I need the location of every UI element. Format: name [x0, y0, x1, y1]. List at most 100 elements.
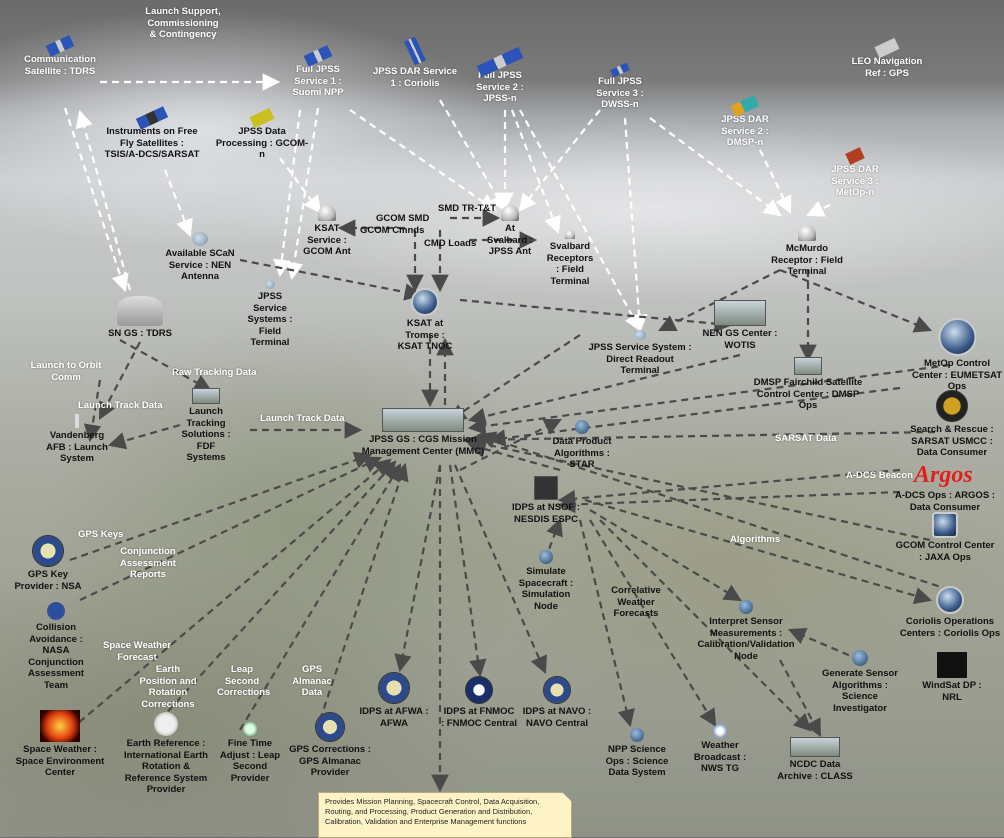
facility-icon	[794, 357, 822, 375]
node-data-product-algorithms[interactable]: Data Product Algorithms : STAR	[546, 420, 618, 471]
node-label: IDPS at FNMOC : FNMOC Central	[441, 706, 517, 729]
node-dar-1[interactable]: JPSS DAR Service 1 : Coriolis	[370, 38, 460, 89]
node-weather-broadcast[interactable]: Weather Broadcast : NWS TG	[687, 724, 753, 775]
node-label: JPSS DAR Service 3 : MetOp-n	[831, 164, 879, 198]
node-sn-gs[interactable]: SN GS : TDRS	[100, 296, 180, 340]
npp-logo-icon	[630, 728, 644, 742]
node-gcom-control[interactable]: GCOM Control Center : JAXA Ops	[893, 512, 997, 563]
node-label: GPS Key Provider : NSA	[14, 569, 81, 592]
node-idps-navo[interactable]: IDPS at NAVO : NAVO Central	[522, 676, 592, 729]
node-fine-time[interactable]: Fine Time Adjust : Leap Second Provider	[217, 722, 283, 784]
coast-guard-seal-icon	[315, 712, 345, 742]
node-scan[interactable]: Available SCaN Service : NEN Antenna	[162, 232, 238, 283]
node-label: GCOM Control Center : JAXA Ops	[896, 540, 995, 563]
globe-icon	[852, 650, 868, 666]
satellite-icon	[845, 147, 865, 165]
node-space-weather[interactable]: Space Weather : Space Environment Center	[10, 710, 110, 779]
edge-label-launch-support: Launch Support, Commissioning & Continge…	[143, 6, 223, 41]
node-adcs-ops[interactable]: A-DCS Ops : ARGOS : Data Consumer	[895, 490, 995, 513]
node-full-jpss-3[interactable]: Full JPSS Service 3 : DWSS-n	[592, 66, 648, 111]
node-ksat-service[interactable]: KSAT Service : GCOM Ant	[301, 205, 353, 258]
node-idps-nsof[interactable]: IDPS at NSOF : NESDIS ESPC	[504, 476, 588, 525]
node-label: JPSS Service Systems : Field Terminal	[248, 291, 293, 348]
node-label: NPP Science Ops : Science Data System	[606, 744, 669, 778]
node-instruments[interactable]: Instruments on Free Fly Satellites : TSI…	[104, 112, 200, 161]
node-label: Coriolis Operations Centers : Coriolis O…	[900, 616, 1000, 639]
mmc-description-note: Provides Mission Planning, Spacecraft Co…	[318, 792, 572, 838]
edge-label-algorithms: Algorithms	[730, 534, 780, 546]
node-coriolis-ops[interactable]: Coriolis Operations Centers : Coriolis O…	[896, 586, 1004, 639]
node-windsat[interactable]: WindSat DP : NRL	[912, 652, 992, 703]
node-metop[interactable]: MetOp Control Center : EUMETSAT Ops	[910, 318, 1004, 393]
node-label: Interpret Sensor Measurements : Calibrat…	[697, 616, 794, 662]
node-interpret-sensor[interactable]: Interpret Sensor Measurements : Calibrat…	[696, 600, 796, 662]
edge-label-earth-position: Earth Position and Rotation Corrections	[136, 664, 200, 710]
jpss-logo-icon	[539, 550, 553, 564]
edge-label-conjunction: Conjunction Assessment Reports	[113, 546, 183, 581]
node-npp-science[interactable]: NPP Science Ops : Science Data System	[601, 728, 673, 779]
ground-connector-arrow	[560, 492, 900, 505]
argos-logo: Argos	[914, 464, 973, 486]
node-gps-key-provider[interactable]: GPS Key Provider : NSA	[8, 535, 88, 592]
node-jpss-gs-mmc[interactable]: JPSS GS : CGS Mission Management Center …	[358, 408, 488, 457]
node-jpss-service-systems[interactable]: JPSS Service Systems : Field Terminal	[243, 280, 297, 349]
node-label: At Svalbard : JPSS Ant	[487, 223, 533, 257]
node-jpss-data-processing[interactable]: JPSS Data Processing : GCOM-n	[214, 112, 310, 161]
afwa-seal-icon	[378, 672, 410, 704]
node-label: JPSS Service System : Direct Readout Ter…	[589, 342, 692, 376]
node-gps-corrections[interactable]: GPS Corrections : GPS Almanac Provider	[288, 712, 372, 779]
sarsat-logo-icon	[936, 390, 968, 422]
node-label: Generate Sensor Algorithms : Science Inv…	[822, 668, 898, 714]
node-dar-2[interactable]: JPSS DAR Service 2 : DMSP-n	[717, 100, 773, 149]
node-simulate-spacecraft[interactable]: Simulate Spacecraft : Simulation Node	[515, 550, 577, 612]
node-label: Earth Reference : International Earth Ro…	[124, 738, 208, 795]
radome-icon	[565, 230, 575, 239]
node-label: Search & Rescue : SARSAT USMCC : Data Co…	[910, 424, 993, 458]
node-label: McMurdo Receptor : Field Terminal	[771, 243, 843, 277]
node-full-jpss-1[interactable]: Full JPSS Service 1 : Suomi NPP	[288, 50, 348, 99]
node-label: Vandenberg AFB : Launch System	[46, 430, 108, 464]
nsa-seal-icon	[32, 535, 64, 567]
node-earth-reference[interactable]: Earth Reference : International Earth Ro…	[121, 712, 211, 796]
node-launch-tracking[interactable]: Launch Tracking Solutions : FDF Systems	[176, 388, 236, 464]
node-jpss-drt[interactable]: JPSS Service System : Direct Readout Ter…	[588, 330, 692, 377]
ksat-logo-icon	[411, 288, 439, 316]
navo-seal-icon	[543, 676, 571, 704]
ground-connector-arrow	[780, 660, 820, 735]
edge-label-sarsat-data: SARSAT Data	[775, 433, 837, 445]
node-label: WindSat DP : NRL	[922, 680, 981, 703]
node-leo-navigation[interactable]: LEO Navigation Ref : GPS	[847, 42, 927, 79]
node-mcmurdo[interactable]: McMurdo Receptor : Field Terminal	[767, 225, 847, 278]
node-dar-3[interactable]: JPSS DAR Service 3 : MetOp-n	[827, 150, 883, 199]
node-dmsp[interactable]: DMSP Fairchild Satellite Control Center …	[753, 357, 863, 412]
node-svalbard-receptors[interactable]: Svalbard Receptors : Field Terminal	[544, 230, 596, 287]
ground-connector-arrow	[110, 425, 180, 445]
antenna-dish-icon	[634, 330, 646, 340]
ground-connector-arrow	[470, 365, 950, 428]
node-label: Available SCaN Service : NEN Antenna	[165, 248, 234, 282]
node-label: Simulate Spacecraft : Simulation Node	[519, 566, 573, 612]
edge-label-smd-trtt: SMD TR-T&T	[438, 203, 496, 215]
node-label: Data Product Algorithms : STAR	[552, 436, 611, 470]
sky-connector-arrow	[625, 118, 640, 330]
edge-label-launch-track-2: Launch Track Data	[260, 413, 344, 425]
node-label: GPS Corrections : GPS Almanac Provider	[289, 744, 371, 778]
sun-icon	[40, 710, 80, 742]
node-search-rescue[interactable]: Search & Rescue : SARSAT USMCC : Data Co…	[902, 390, 1002, 459]
edge-label-gps-almanac: GPS Almanac Data	[288, 664, 336, 699]
node-ksat-tromso[interactable]: KSAT at Tromse : KSAT TNOC	[393, 288, 457, 353]
node-nen-gs[interactable]: NEN GS Center : WOTIS	[700, 300, 780, 351]
tracking-truck-icon	[192, 388, 220, 404]
node-label: JPSS DAR Service 2 : DMSP-n	[721, 114, 769, 148]
node-collision-avoidance[interactable]: Collision Avoidance : NASA Conjunction A…	[16, 602, 96, 691]
node-comm-satellite[interactable]: Communication Satellite : TDRS	[15, 40, 105, 77]
ground-connector-arrow	[780, 270, 930, 330]
facility-icon	[714, 300, 766, 326]
node-generate-sensor[interactable]: Generate Sensor Algorithms : Science Inv…	[815, 650, 905, 714]
node-idps-fnmoc[interactable]: IDPS at FNMOC : FNMOC Central	[441, 676, 517, 729]
node-ncdc[interactable]: NCDC Data Archive : CLASS	[775, 737, 855, 782]
node-vandenberg[interactable]: Vandenberg AFB : Launch System	[46, 414, 108, 465]
node-full-jpss-2[interactable]: Full JPSS Service 2 : JPSS-n	[472, 56, 528, 105]
node-label: Full JPSS Service 3 : DWSS-n	[596, 76, 644, 110]
node-label: Launch Tracking Solutions : FDF Systems	[181, 406, 230, 463]
